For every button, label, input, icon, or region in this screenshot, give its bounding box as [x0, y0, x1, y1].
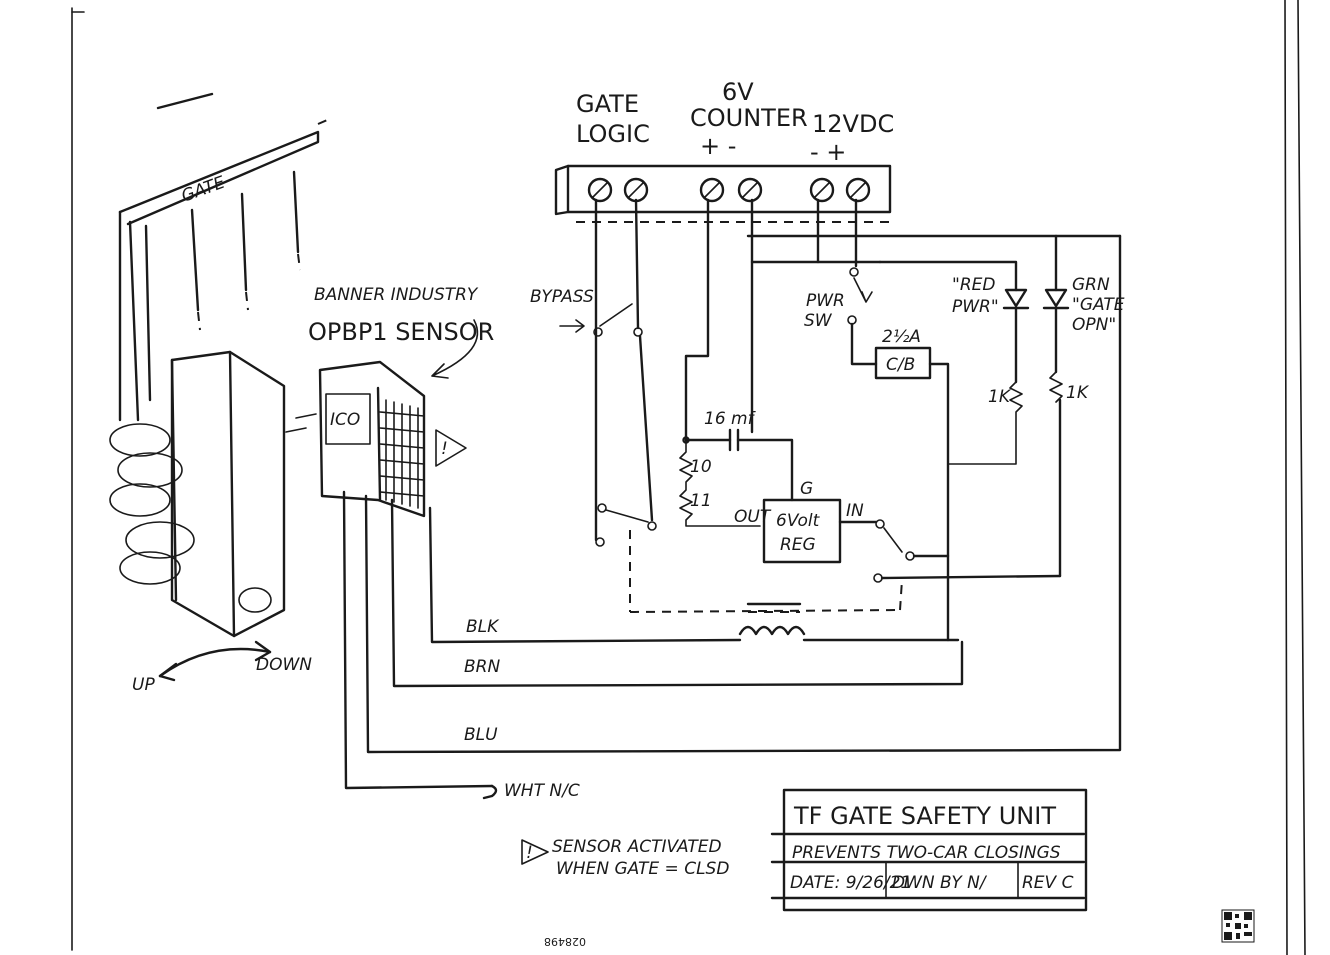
gate-logic-wiring: [559, 198, 657, 547]
supply-label: 12VDC: [812, 110, 894, 138]
wire-blk-label: BLK: [466, 617, 500, 637]
grn-led-label: GRN "GATE OPN": [1072, 275, 1130, 335]
note-line2: WHEN GATE = CLSD: [556, 859, 729, 879]
wire-brn: [390, 498, 964, 688]
title-block: [770, 788, 1088, 912]
counter-polarity: + -: [700, 132, 736, 160]
bypass-label: BYPASS: [530, 287, 594, 307]
terminal-strip: [554, 164, 892, 223]
regulator-gnd-label: G: [800, 479, 813, 499]
pwr-sw-label: PWR SW: [804, 291, 850, 331]
note-marker-symbol: !: [526, 843, 533, 863]
supply-wiring: [746, 198, 1122, 642]
title-block-rev: REV C: [1022, 873, 1074, 893]
terminal-screws: [587, 177, 871, 203]
resistor-grn-label: 1K: [1066, 383, 1090, 403]
counter-label: 6V COUNTER: [690, 78, 808, 132]
regulator-in-label: IN: [846, 501, 864, 521]
down-label: DOWN: [256, 655, 312, 675]
sensor-body: [318, 360, 426, 518]
wire-brn-label: BRN: [464, 657, 500, 677]
breaker-label: C/B: [886, 355, 915, 375]
up-label: UP: [132, 675, 155, 695]
capacitor-label: 16 mf: [704, 409, 757, 429]
breaker-rating-label: 2½A: [882, 327, 921, 347]
wire-wht-label: WHT N/C: [504, 781, 580, 801]
wire-wht: [342, 490, 498, 800]
relay-linkage: [629, 530, 903, 613]
sensor-note-marker: [435, 429, 467, 467]
wire-blk: [428, 506, 960, 644]
sensor-title-line2: OPBP1 SENSOR: [308, 318, 494, 346]
gate-arm-sketch: [118, 92, 333, 422]
red-led: [947, 288, 1030, 465]
up-down-arrow: [158, 640, 272, 682]
wire-blu-label: BLU: [464, 725, 498, 745]
r2-label: 11: [690, 491, 712, 511]
regulator-out-label: OUT: [734, 507, 772, 527]
sensor-callout-arrow: [431, 319, 479, 379]
grn-led: [1042, 288, 1070, 403]
title-block-drawn-by: DWN BY N/: [892, 873, 988, 893]
note-line1: SENSOR ACTIVATED: [552, 837, 722, 857]
regulator: [762, 498, 842, 564]
note-marker: [521, 839, 549, 865]
sensor-note-marker-symbol: !: [441, 439, 448, 459]
regulator-label: 6Volt REG: [776, 511, 825, 555]
counter-wiring: [679, 198, 794, 527]
supply-polarity: - +: [810, 138, 846, 166]
resistor-red-label: 1K: [988, 387, 1012, 407]
r1-label: 10: [690, 457, 712, 477]
red-led-label: "RED PWR": [952, 275, 1001, 317]
sensor-face-label: ICO: [330, 410, 360, 430]
wire-blu: [364, 234, 1122, 754]
gate-post-sketch: [109, 350, 317, 638]
sensor-title-line1: BANNER INDUSTRY: [314, 285, 479, 305]
title-block-date: DATE: 9/26/21: [790, 873, 911, 893]
gate-logic-label: GATE LOGIC: [576, 90, 650, 148]
regulator-input-switch: [838, 398, 1062, 583]
sheet-number: 028498: [544, 935, 586, 948]
title-block-title: TF GATE SAFETY UNIT: [793, 802, 1056, 830]
title-block-subtitle: PREVENTS TWO-CAR CLOSINGS: [792, 843, 1061, 863]
qr-code-icon: [1221, 909, 1255, 943]
sheet-border: [71, 0, 1306, 955]
